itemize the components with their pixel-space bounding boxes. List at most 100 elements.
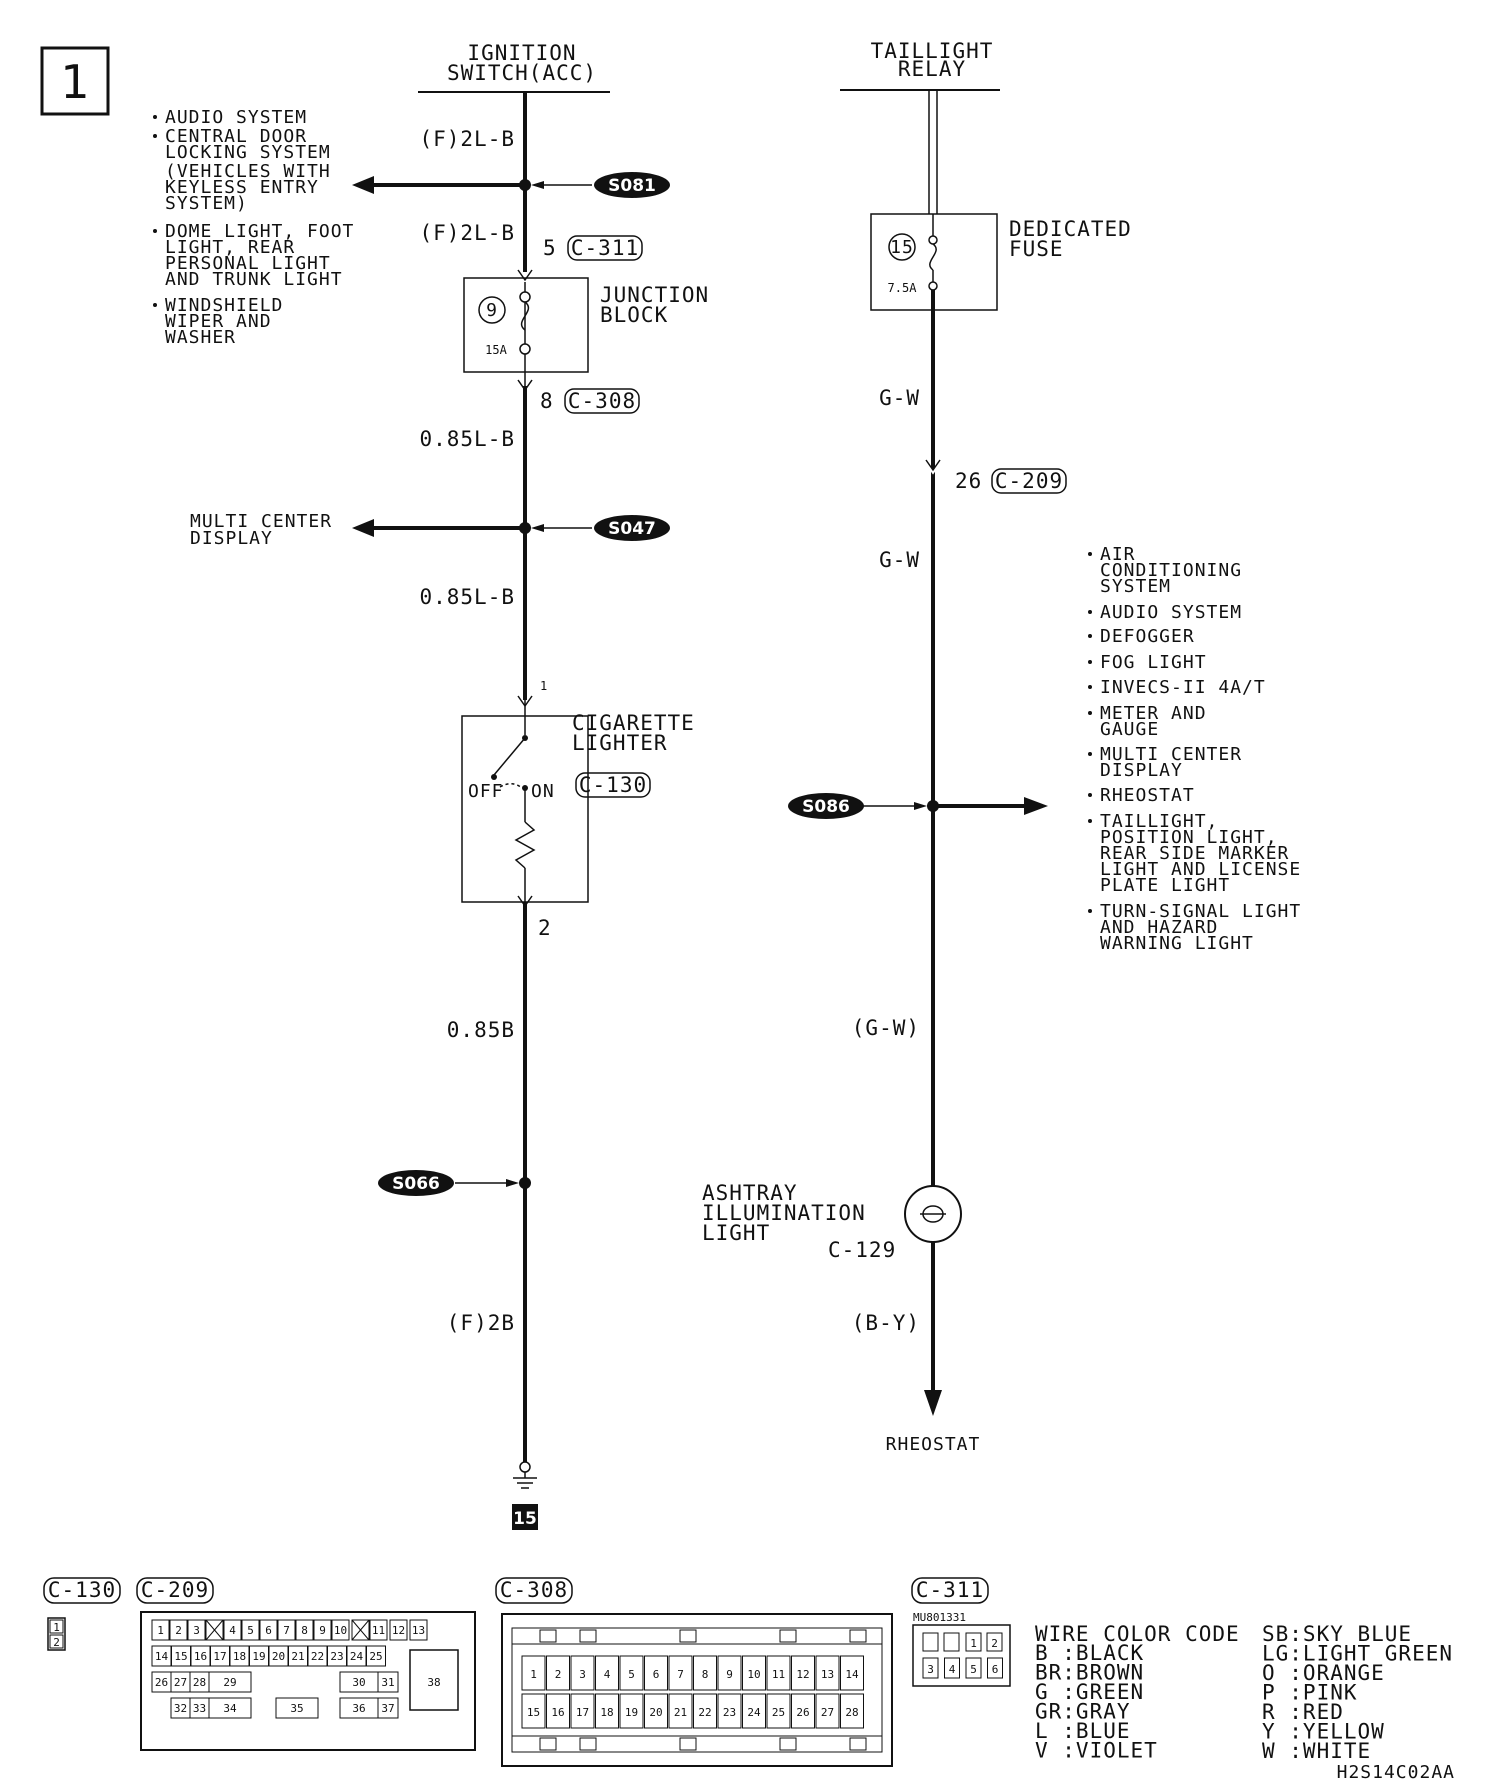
list-bullet bbox=[1088, 634, 1092, 638]
connector-label-c308: C-308 bbox=[568, 389, 636, 413]
ashtray-label-2: ILLUMINATION bbox=[702, 1201, 866, 1225]
c209-pin-cell bbox=[187, 1619, 206, 1641]
c311-blank-cell bbox=[922, 1632, 939, 1652]
destination-item: (VEHICLES WITH bbox=[165, 161, 331, 182]
list-bullet bbox=[1088, 711, 1092, 715]
connector-tag-c209 bbox=[991, 468, 1067, 494]
c209-chevron bbox=[925, 459, 941, 472]
wire-color-code-item: GR:GRAY bbox=[1035, 1700, 1131, 1724]
junction-label-1: JUNCTION bbox=[600, 283, 709, 307]
c308-pin-label: 10 bbox=[747, 1668, 760, 1681]
destination-item: FOG LIGHT bbox=[1100, 652, 1207, 673]
c308-pin-cell bbox=[791, 1655, 815, 1691]
splice-label-s081: S081 bbox=[608, 176, 656, 196]
list-bullet bbox=[1088, 552, 1092, 556]
c308-pin-label: 9 bbox=[726, 1668, 733, 1681]
multi-center-label-1: MULTI CENTER bbox=[190, 511, 332, 532]
connector-face-label-c311: C-311 bbox=[916, 1578, 984, 1602]
c311-pin-cell bbox=[986, 1632, 1003, 1652]
c209-pin-cell bbox=[366, 1645, 386, 1667]
c209-chevron-gap bbox=[924, 461, 942, 475]
c308-latch bbox=[679, 1629, 697, 1643]
c209-pin-label: 25 bbox=[369, 1650, 382, 1663]
c209-pin-label: 34 bbox=[223, 1702, 237, 1715]
c308-pin-cell bbox=[521, 1693, 546, 1729]
splice-dot-s081 bbox=[519, 179, 531, 191]
c209-pin-label: 22 bbox=[311, 1650, 324, 1663]
junction-label-2: BLOCK bbox=[600, 303, 668, 327]
pin-5-label: 5 bbox=[543, 236, 557, 260]
junction-fuse-element bbox=[520, 301, 530, 331]
multi-center-label-2: DISPLAY bbox=[190, 528, 273, 549]
c308-pin-cell bbox=[742, 1693, 766, 1729]
junction-fuse-terminal-top bbox=[519, 291, 531, 303]
c209-pin-cell bbox=[409, 1619, 428, 1641]
c308-pin-label: 12 bbox=[796, 1668, 809, 1681]
c311-pin-label: 4 bbox=[949, 1663, 956, 1676]
destination-item: REAR SIDE MARKER bbox=[1100, 843, 1289, 864]
c130-pin-cell bbox=[49, 1619, 64, 1634]
connector-label-c311: C-311 bbox=[571, 236, 639, 260]
list-bullet bbox=[1088, 819, 1092, 823]
connector-label-c130: C-130 bbox=[579, 773, 647, 797]
list-bullet bbox=[1088, 660, 1092, 664]
c308-pin-cell bbox=[717, 1693, 742, 1729]
c308-pin-cell bbox=[742, 1655, 766, 1691]
c209-pin-label: 11 bbox=[372, 1624, 385, 1637]
c209-pin-label: 24 bbox=[350, 1650, 364, 1663]
c308-pin-cell bbox=[840, 1693, 864, 1729]
c130-pin-label: 2 bbox=[53, 1636, 60, 1649]
pin-2-label: 2 bbox=[538, 916, 552, 940]
c308-pin-label: 25 bbox=[772, 1706, 785, 1719]
c308-pin-cell bbox=[668, 1693, 693, 1729]
wire-color-code-item: LG:LIGHT GREEN bbox=[1262, 1642, 1453, 1666]
c308-pin-label: 28 bbox=[845, 1706, 858, 1719]
splice-pointer-arrow-s086 bbox=[914, 802, 927, 810]
c311-pin-label: 1 bbox=[970, 1637, 977, 1650]
dedicated-fuse-terminal-bottom bbox=[928, 281, 938, 291]
connector-face-tag-c311 bbox=[911, 1577, 989, 1604]
c130-housing bbox=[47, 1617, 66, 1651]
c308-pin-cell bbox=[766, 1655, 791, 1691]
c209-pin-cell bbox=[205, 1619, 224, 1641]
ground-number: 15 bbox=[513, 1509, 537, 1529]
c209-pin-cell bbox=[259, 1619, 278, 1641]
branch-s081-arrow bbox=[352, 176, 374, 194]
c308-pin-label: 21 bbox=[674, 1706, 687, 1719]
dedicated-fuse-element bbox=[929, 243, 937, 271]
destination-item: LIGHT, REAR bbox=[165, 237, 295, 258]
wire-label-left-4: 0.85L-B bbox=[419, 585, 515, 609]
destination-item: WASHER bbox=[165, 327, 236, 348]
c209-pin-label: 28 bbox=[193, 1676, 206, 1689]
c308-pin-label: 20 bbox=[649, 1706, 662, 1719]
list-bullet bbox=[1088, 793, 1092, 797]
rheostat-arrow bbox=[924, 1390, 942, 1416]
connector-face-label-c130: C-130 bbox=[48, 1578, 116, 1602]
c308-pin-cell bbox=[595, 1693, 619, 1729]
c209-pin-cell bbox=[389, 1619, 408, 1641]
c308-pin-label: 11 bbox=[772, 1668, 785, 1681]
list-bullet bbox=[153, 229, 157, 233]
c209-pin-label: 5 bbox=[247, 1624, 254, 1637]
connector-face-c130: 12 bbox=[47, 1617, 66, 1651]
c308-pin-cell bbox=[766, 1693, 791, 1729]
c308-pin-label: 18 bbox=[600, 1706, 613, 1719]
destination-item: DOME LIGHT, FOOT bbox=[165, 221, 354, 242]
c209-pin-label: 37 bbox=[381, 1702, 394, 1715]
branch-s086-arrow bbox=[1024, 797, 1048, 815]
c209-blank-pin bbox=[205, 1619, 224, 1641]
destination-item: AUDIO SYSTEM bbox=[1100, 602, 1242, 623]
c308-pin-label: 13 bbox=[821, 1668, 834, 1681]
c209-pin-label: 21 bbox=[291, 1650, 304, 1663]
c308-pin-cell bbox=[619, 1655, 644, 1691]
c308-inner-frame bbox=[511, 1627, 883, 1753]
splice-label-s086: S086 bbox=[802, 797, 850, 817]
destination-item: TAILLIGHT, bbox=[1100, 811, 1218, 832]
taillight-relay-label-2: RELAY bbox=[898, 57, 966, 81]
cigarette-heater-coil bbox=[514, 821, 536, 869]
list-bullet bbox=[153, 115, 157, 119]
